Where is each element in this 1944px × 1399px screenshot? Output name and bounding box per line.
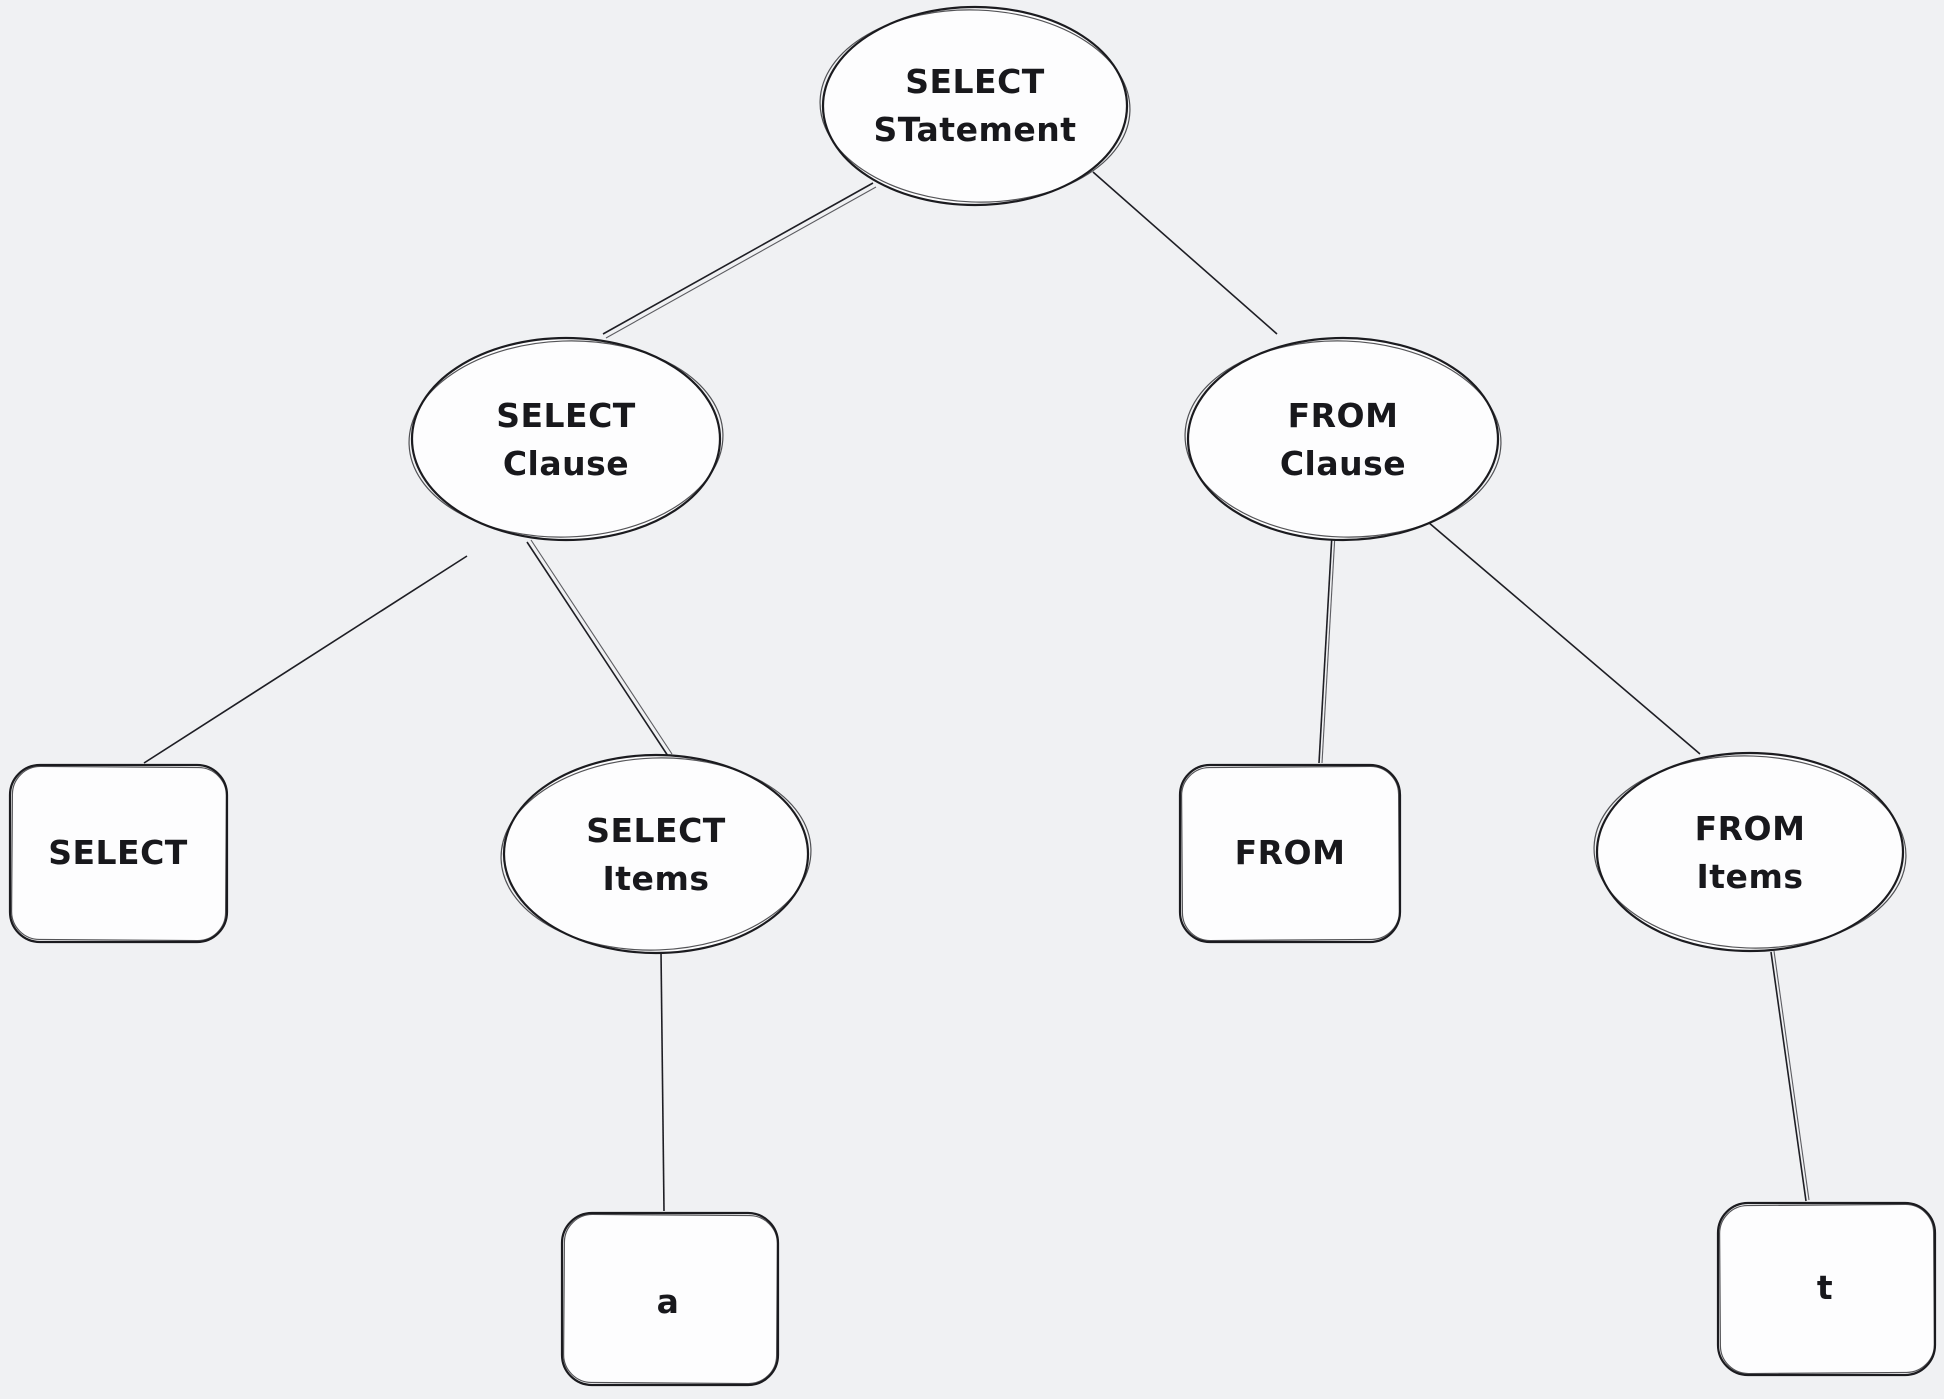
node-from-items — [1593, 751, 1907, 953]
node-item-t — [1716, 1201, 1937, 1377]
edge-from-items-to-item-t — [1770, 950, 1810, 1202]
node-select-statement — [819, 5, 1131, 207]
edge-select-clause-to-select-keyword — [143, 555, 468, 764]
edge-from-clause-to-from-keyword — [1318, 533, 1336, 764]
node-select-clause — [408, 336, 724, 542]
edge-select-statement-to-from-clause — [1092, 171, 1278, 335]
edge-select-statement-to-select-clause — [602, 182, 877, 339]
node-item-a — [560, 1211, 780, 1387]
node-from-clause — [1184, 336, 1502, 542]
node-select-items — [500, 753, 812, 955]
node-select-keyword — [8, 763, 229, 944]
edge-select-clause-to-select-items — [526, 539, 673, 757]
node-from-keyword — [1178, 763, 1402, 944]
edge-from-clause-to-from-items — [1427, 521, 1701, 755]
edge-select-items-to-item-a — [660, 950, 665, 1212]
